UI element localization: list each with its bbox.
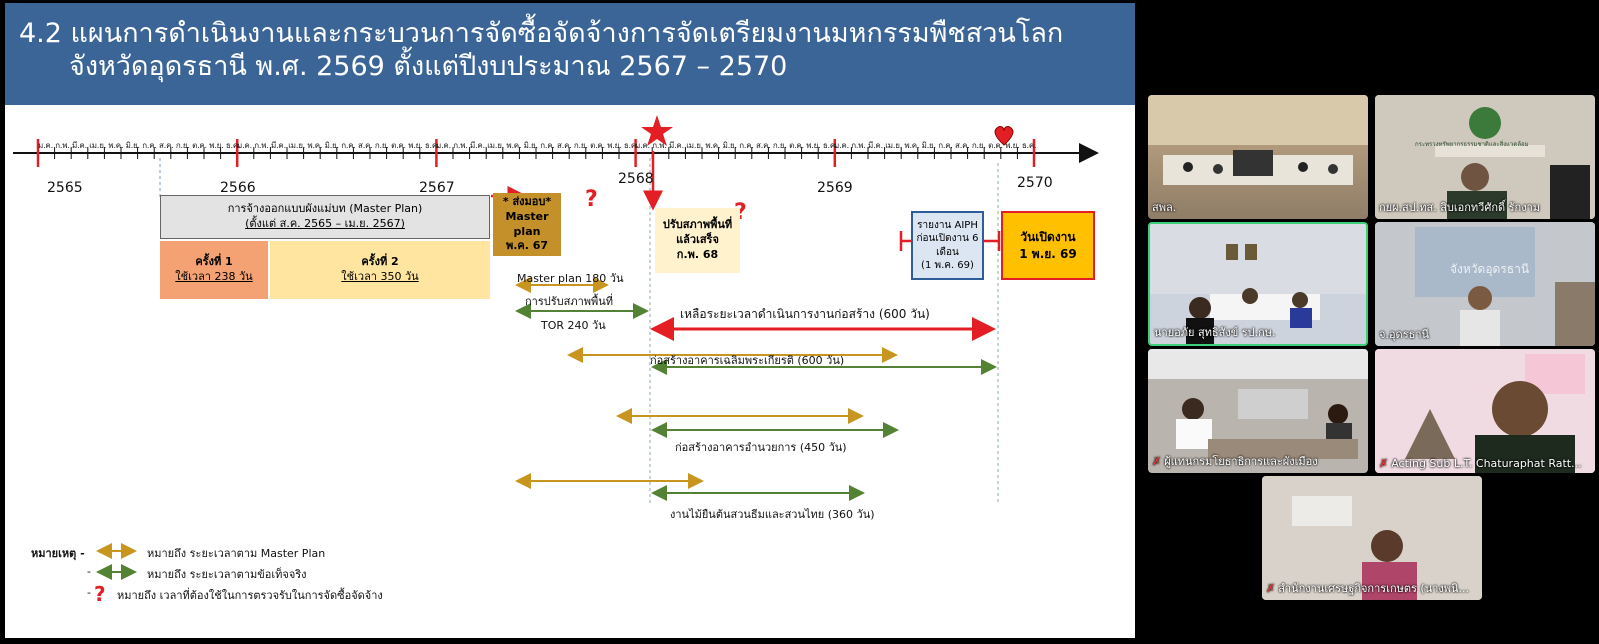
handover-line1: * ส่งมอบ* <box>502 194 552 208</box>
legend-dash: - <box>87 586 91 599</box>
mic-muted-icon: ✗ <box>1266 582 1276 595</box>
svg-text:?: ? <box>94 582 106 606</box>
year-label: 2569 <box>817 180 853 196</box>
month-ticks-5: ม.ค. ก.พ. มี.ค. เม.ย. พ.ค. มิ.ย. ก.ค. ส.… <box>834 141 1037 150</box>
month-ticks-4: ม.ค. ก.พ. มี.ค. เม.ย. พ.ค. มิ.ย. ก.ค. ส.… <box>635 141 838 150</box>
mp180-label: Master plan 180 วัน <box>517 272 624 285</box>
participant-name: ✗ผู้แทนกรมโยธาธิการและผังเมือง <box>1152 452 1318 470</box>
ministry-logo <box>1469 107 1501 139</box>
participant-tile[interactable]: กระทรวงทรัพยากรธรรมชาติและสิ่งแวดล้อม กย… <box>1375 95 1595 219</box>
building-admin-label: ก่อสร้างอาคารอำนวยการ (450 วัน) <box>675 441 847 454</box>
site-improve-line3: ก.พ. 68 <box>676 247 719 261</box>
site-improve-box: ปรับสภาพพื้นที่ แล้วเสร็จ ก.พ. 68 <box>655 208 740 273</box>
participant-tile[interactable]: นายอภัย สุทธิสังข์ รป.กษ. <box>1148 222 1368 346</box>
round2-box: ครั้งที่ 2 ใช้เวลา 350 วัน <box>270 241 490 299</box>
year-label: 2568 <box>618 171 654 187</box>
participant-name: สพล. <box>1152 201 1177 214</box>
master-plan-line1: การจ้างออกแบบผังแม่บท (Master Plan) <box>227 202 423 216</box>
participant-name: นายอภัย สุทธิสังข์ รป.กษ. <box>1154 326 1276 339</box>
month-ticks-2: ม.ค. ก.พ. มี.ค. เม.ย. พ.ค. มิ.ย. ก.ค. ส.… <box>237 141 440 150</box>
handover-box: * ส่งมอบ* Master plan พ.ค. 67 <box>493 193 561 256</box>
participant-tile[interactable]: ✗สำนักงานเศรษฐกิจการเกษตร (นางพนิ... <box>1262 476 1482 600</box>
video-frame <box>1375 95 1595 219</box>
video-frame <box>1262 476 1482 600</box>
tor240-label: TOR 240 วัน <box>541 319 606 332</box>
year-label: 2567 <box>419 180 455 196</box>
landscape-label: งานไม้ยืนต้นสวนธีมและสวนไทย (360 วัน) <box>670 508 875 521</box>
participant-tile[interactable]: ✗ผู้แทนกรมโยธาธิการและผังเมือง <box>1148 349 1368 473</box>
round2-title: ครั้งที่ 2 <box>361 255 399 269</box>
remaining-label: เหลือระยะเวลาดำเนินการงานก่อสร้าง (600 ว… <box>680 307 930 321</box>
svg-text:?: ? <box>585 187 598 212</box>
aiph-report-box: รายงาน AIPH ก่อนเปิดงาน 6 เดือน (1 พ.ค. … <box>911 211 984 280</box>
master-plan-box: การจ้างออกแบบผังแม่บท (Master Plan) (ตั้… <box>160 195 490 239</box>
slide-title-line2: จังหวัดอุดรธานี พ.ศ. 2569 ตั้งแต่ปีงบประ… <box>69 51 788 82</box>
aiph-line2: ก่อนเปิดงาน 6 <box>916 233 979 244</box>
slide-title-line1: 4.2 แผนการดำเนินงานและกระบวนการจัดซื้อจั… <box>19 18 1064 49</box>
mic-muted-icon: ✗ <box>1379 457 1389 470</box>
round2-duration: ใช้เวลา 350 วัน <box>341 270 419 283</box>
legend-dash: - <box>87 565 91 578</box>
site-improve-line1: ปรับสภาพพื้นที่ <box>662 218 733 232</box>
year-label: 2566 <box>220 180 256 196</box>
video-frame <box>1150 224 1366 344</box>
mic-muted-icon: ✗ <box>1152 455 1162 468</box>
video-frame <box>1148 95 1368 185</box>
tile-sign: กระทรวงทรัพยากรธรรมชาติและสิ่งแวดล้อม <box>1415 141 1529 148</box>
video-frame <box>1148 349 1368 459</box>
legend-item3: หมายถึง เวลาที่ต้องใช้ในการตรวจรับในการจ… <box>117 589 383 602</box>
month-ticks-3: ม.ค. ก.พ. มี.ค. เม.ย. พ.ค. มิ.ย. ก.ค. ส.… <box>436 141 639 150</box>
video-frame <box>1375 222 1595 346</box>
timeline-graphic: ? ? ? <box>13 115 1099 606</box>
round1-duration: ใช้เวลา 238 วัน <box>175 270 253 283</box>
legend-item2: หมายถึง ระยะเวลาตามข้อเท็จจริง <box>147 568 307 581</box>
opening-day-line1: วันเปิดงาน <box>1020 230 1076 245</box>
opening-day-line2: 1 พ.ย. 69 <box>1019 246 1077 261</box>
star-icon <box>641 115 673 146</box>
participant-name: ✗Acting Sub L.T. Chaturaphat Ratt... <box>1379 457 1582 470</box>
presentation-slide: 4.2 แผนการดำเนินงานและกระบวนการจัดซื้อจั… <box>5 3 1135 638</box>
participant-name: กยผ.สป.ทส. สิบเอกทวีศักดิ์ รักงาม <box>1379 201 1540 214</box>
participant-name-text: สำนักงานเศรษฐกิจการเกษตร (นางพนิ... <box>1278 582 1470 595</box>
handover-line3: พ.ค. 67 <box>505 239 549 253</box>
legend-item1: หมายถึง ระยะเวลาตาม Master Plan <box>147 547 326 560</box>
video-frame <box>1375 349 1595 473</box>
aiph-line4: (1 พ.ค. 69) <box>921 260 974 271</box>
participant-name: จ.อุดรธานี <box>1379 328 1430 341</box>
site-improve-line2: แล้วเสร็จ <box>676 233 719 247</box>
question-mark-icon: ? <box>585 187 598 212</box>
slide-header: 4.2 แผนการดำเนินงานและกระบวนการจัดซื้อจั… <box>5 3 1135 105</box>
legend-title: หมายเหตุ - <box>31 547 85 560</box>
participant-name-text: ผู้แทนกรมโยธาธิการและผังเมือง <box>1164 455 1318 468</box>
handover-line2: Master plan <box>505 209 549 238</box>
year-label: 2565 <box>47 180 83 196</box>
round1-box: ครั้งที่ 1 ใช้เวลา 238 วัน <box>160 241 268 299</box>
aiph-line1: รายงาน AIPH <box>917 219 978 231</box>
participant-tile[interactable]: สพล. <box>1148 95 1368 219</box>
round1-title: ครั้งที่ 1 <box>195 255 233 269</box>
year-label: 2570 <box>1017 175 1053 191</box>
aiph-line3: เดือน <box>936 246 959 258</box>
building-celebrate-label: ก่อสร้างอาคารเฉลิมพระเกียรติ (600 วัน) <box>650 354 845 367</box>
participant-name: ✗สำนักงานเศรษฐกิจการเกษตร (นางพนิ... <box>1266 579 1469 597</box>
month-ticks-1: ม.ค. ก.พ. มี.ค. เม.ย. พ.ค. มิ.ย. ก.ค. ส.… <box>38 141 241 150</box>
heart-icon <box>994 126 1014 146</box>
opening-day-box: วันเปิดงาน 1 พ.ย. 69 <box>1001 211 1095 280</box>
master-plan-line2: (ตั้งแต่ ส.ค. 2565 – เม.ย. 2567) <box>245 217 405 230</box>
participant-name-text: Acting Sub L.T. Chaturaphat Ratt... <box>1391 457 1582 470</box>
question-mark-icon: ? <box>94 582 106 606</box>
participant-tile[interactable]: ✗Acting Sub L.T. Chaturaphat Ratt... <box>1375 349 1595 473</box>
site-improve-label: การปรับสภาพพื้นที่ <box>525 295 614 308</box>
participant-tile[interactable]: จังหวัดอุดรธานี จ.อุดรธานี <box>1375 222 1595 346</box>
tile-sign: จังหวัดอุดรธานี <box>1450 262 1530 276</box>
